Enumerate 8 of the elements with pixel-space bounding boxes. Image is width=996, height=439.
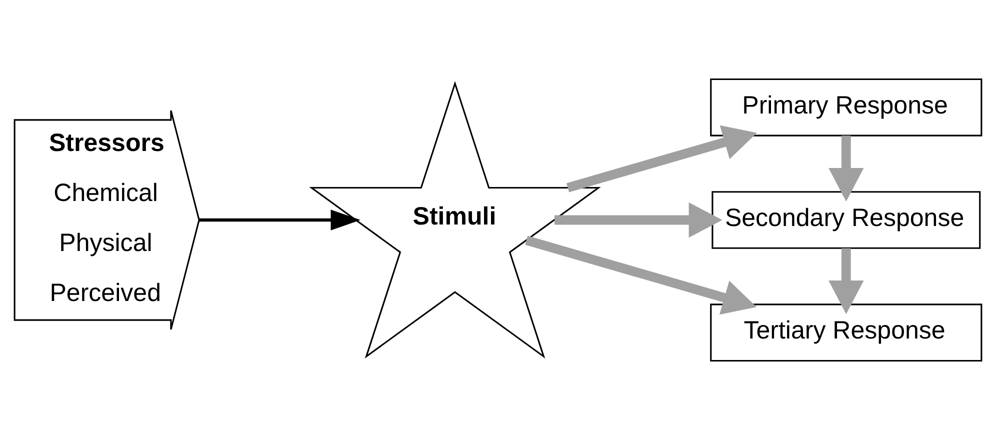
arrow (566, 124, 757, 192)
node-box: Tertiary Response (710, 303, 982, 362)
arrow (525, 235, 757, 314)
node-box: Primary Response (710, 78, 982, 136)
node-box: Secondary Response (712, 190, 981, 248)
arrow (828, 248, 864, 314)
arrow (200, 209, 360, 230)
arrow (828, 135, 864, 202)
